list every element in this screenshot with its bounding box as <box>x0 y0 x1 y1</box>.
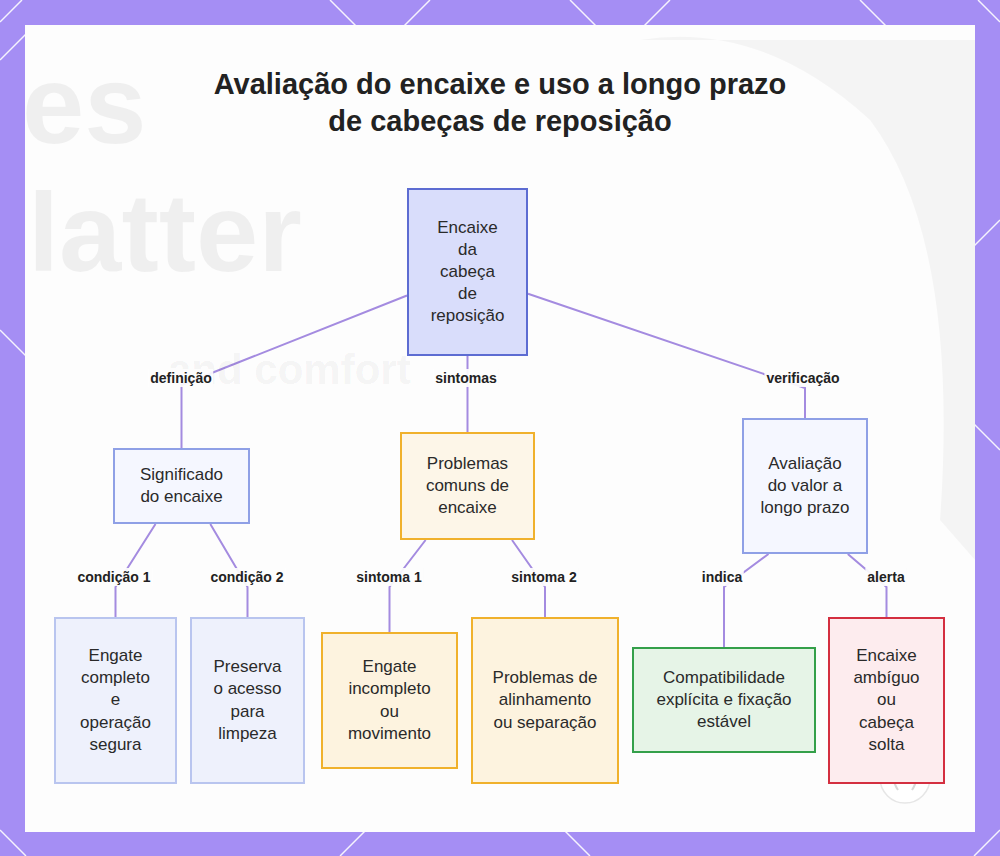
node-text: Preserva o acesso para limpeza <box>210 656 285 744</box>
edge-label: indica <box>700 568 744 586</box>
watermark-text: es <box>22 40 147 169</box>
connector-line <box>528 294 805 418</box>
edge-label: condição 2 <box>208 568 285 586</box>
edge-label: alerta <box>865 568 906 586</box>
connector-line <box>467 356 469 432</box>
node-text: Engate incompleto ou movimento <box>339 656 440 744</box>
edge-label: verificação <box>764 369 841 387</box>
node-text: Encaixe ambíguo ou cabeça solta <box>848 645 925 755</box>
category-box: Significado do encaixe <box>113 448 250 524</box>
node-text: Compatibilidade explícita e fixação está… <box>648 667 800 733</box>
node-text: Significado do encaixe <box>129 464 234 508</box>
leaf-box: Compatibilidade explícita e fixação está… <box>632 647 816 753</box>
edge-label: sintoma 1 <box>354 568 423 586</box>
node-text: Problemas comuns de encaixe <box>416 453 519 519</box>
category-box: Problemas comuns de encaixe <box>400 432 535 540</box>
leaf-box: Engate incompleto ou movimento <box>321 632 458 769</box>
leaf-box: Problemas de alinhamento ou separação <box>471 617 619 784</box>
connector-line <box>390 540 426 632</box>
edge-label: definição <box>148 369 213 387</box>
root-box: Encaixe da cabeça de reposição <box>407 188 528 356</box>
edge-label: condição 1 <box>75 568 152 586</box>
node-text: Problemas de alinhamento ou separação <box>491 667 599 733</box>
edge-label: sintomas <box>433 369 498 387</box>
leaf-box: Encaixe ambíguo ou cabeça solta <box>828 617 945 784</box>
category-box: Avaliação do valor a longo prazo <box>742 418 868 554</box>
diagram-title: Avaliação do encaixe e uso a longo prazo… <box>210 66 790 140</box>
node-text: Avaliação do valor a longo prazo <box>760 453 850 519</box>
leaf-box: Preserva o acesso para limpeza <box>190 617 305 784</box>
node-text: Engate completo e operação segura <box>74 645 157 755</box>
leaf-box: Engate completo e operação segura <box>54 617 177 784</box>
node-text: Encaixe da cabeça de reposição <box>429 217 506 327</box>
edge-label: sintoma 2 <box>509 568 578 586</box>
watermark-text: latter <box>28 168 302 297</box>
